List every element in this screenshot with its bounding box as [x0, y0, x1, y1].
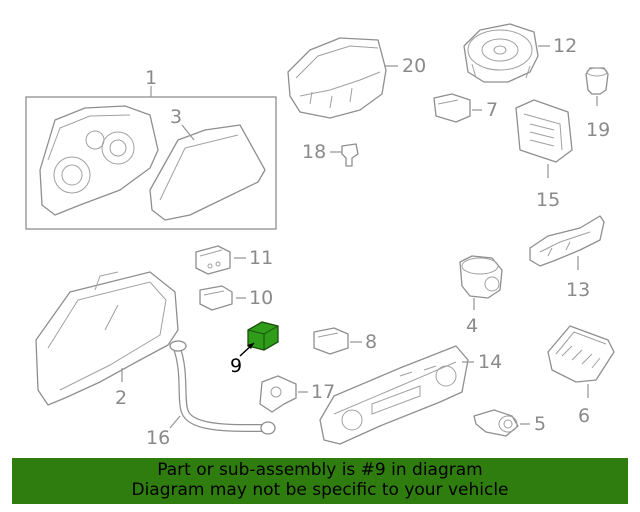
part-7-connector: [433, 93, 482, 123]
callout-8: 8: [365, 331, 377, 353]
part-13-bracket: [529, 215, 605, 270]
part-5-connector: [473, 409, 530, 437]
part-19-button: [585, 67, 609, 106]
callout-6: 6: [578, 405, 590, 427]
callout-13: 13: [566, 279, 590, 301]
part-2-cluster-frame: [35, 271, 179, 406]
callout-7: 7: [486, 99, 498, 121]
banner-line-2: Diagram may not be specific to your vehi…: [131, 480, 509, 500]
callout-20: 20: [402, 55, 426, 77]
part-10-switch: [199, 285, 246, 311]
callout-19: 19: [586, 119, 610, 141]
callout-11: 11: [249, 247, 273, 269]
callout-14: 14: [478, 351, 502, 373]
part-17-sensor: [259, 375, 308, 413]
callout-4: 4: [466, 315, 478, 337]
callout-1: 1: [145, 67, 157, 89]
part-8-connector: [313, 327, 362, 355]
part-12-speaker: [463, 23, 550, 83]
part-16-harness: [169, 340, 276, 435]
callout-15: 15: [536, 189, 560, 211]
part-11-connector: [195, 245, 246, 275]
banner-line-1: Part or sub-assembly is #9 in diagram: [157, 460, 483, 480]
part-14-control-panel: [319, 345, 474, 445]
callout-12: 12: [553, 35, 577, 57]
callout-2: 2: [115, 387, 127, 409]
callout-10: 10: [249, 287, 273, 309]
cluster-inset: [25, 86, 277, 230]
callout-17: 17: [311, 381, 335, 403]
callout-5: 5: [534, 413, 546, 435]
callout-9: 9: [230, 355, 242, 377]
part-15-module: [515, 99, 573, 178]
part-4-knob: [459, 255, 503, 310]
callout-16: 16: [146, 427, 170, 449]
part-6-switch-bank: [547, 325, 615, 398]
info-banner: Part or sub-assembly is #9 in diagram Di…: [12, 458, 628, 504]
callout-3: 3: [170, 106, 182, 128]
parts-diagram: 1 3 2 16 11 10 9: [25, 23, 615, 449]
part-9-switch-highlighted[interactable]: [239, 321, 279, 357]
callout-18: 18: [302, 141, 326, 163]
part-18-clip: [330, 143, 359, 167]
part-20-display-unit: [287, 37, 398, 119]
